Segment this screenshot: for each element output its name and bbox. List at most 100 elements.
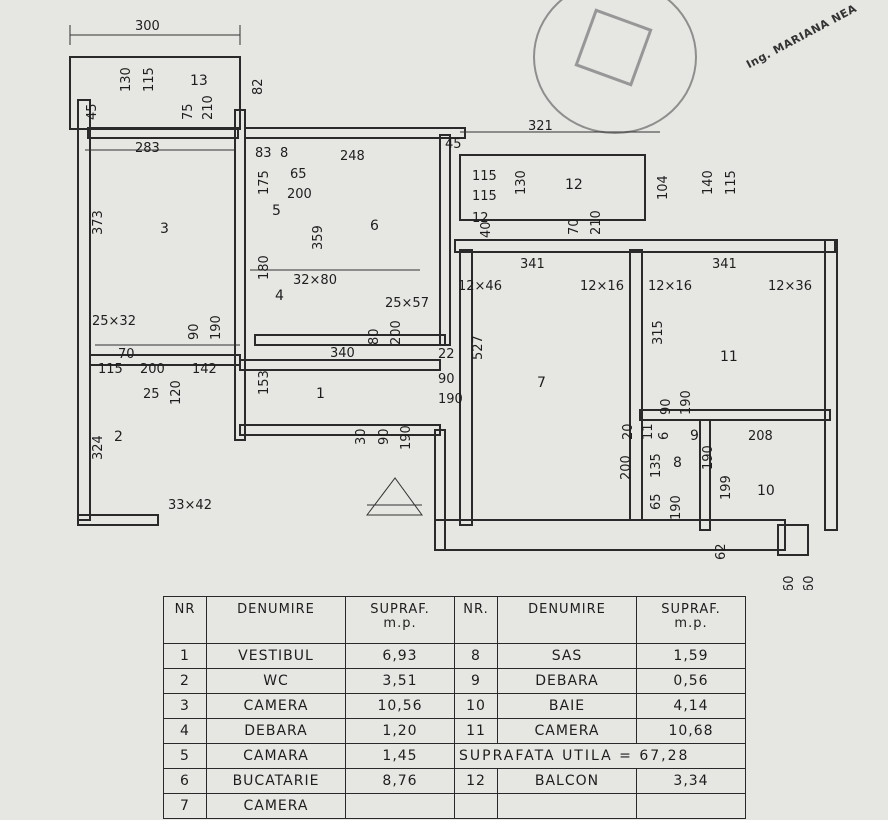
dimension-label: 82: [251, 78, 266, 95]
col-header-name-2: DENUMIRE: [497, 596, 637, 644]
dimension-label: 373: [91, 210, 106, 235]
dimension-label: 90: [377, 428, 392, 445]
dimension-label: 190: [669, 495, 684, 520]
dimension-label: 199: [719, 475, 734, 500]
cell-area: 3,34: [636, 768, 746, 794]
cell-empty: [454, 793, 498, 819]
dimension-label: 115: [472, 189, 497, 204]
area-label: SUPRAF.: [661, 602, 721, 617]
dimension-label: 120: [169, 380, 184, 405]
dimension-label: 210: [201, 95, 216, 120]
dimension-labels: 300 130 115 82 45 75 210 283 83 8 248 45…: [85, 19, 817, 590]
dimension-label: 83: [255, 146, 272, 161]
dimension-label: 340: [330, 346, 355, 361]
room-11-label: 11: [720, 349, 738, 365]
room-8-label: 8: [673, 455, 682, 471]
dimension-label: 45: [445, 137, 462, 152]
room-10-label: 10: [757, 483, 775, 499]
cell-name: BAIE: [497, 693, 637, 719]
col-header-nr-2: NR.: [454, 596, 498, 644]
cell-area: 0,56: [636, 668, 746, 694]
dimension-label: 90: [438, 372, 455, 387]
dimension-label: 25×57: [385, 296, 429, 311]
dimension-label: 142: [192, 362, 217, 377]
dimension-label: 248: [340, 149, 365, 164]
room-numbers: 13 3 6 12 7 11 1 2 10 8 4 5 9: [114, 73, 775, 499]
cell-name: DEBARA: [497, 668, 637, 694]
col-header-area: SUPRAF.m.p.: [345, 596, 455, 644]
dimension-label: 62: [714, 543, 729, 560]
cell-nr: 1: [163, 643, 207, 669]
cell-name: SAS: [497, 643, 637, 669]
dimension-label: 40: [479, 221, 494, 238]
room-4-label: 4: [275, 288, 284, 304]
dimension-label: 25×32: [92, 314, 136, 329]
floor-plan: 13 3 6 12 7 11 1 2 10 8 4 5 9 300 130 11…: [69, 19, 838, 590]
dimension-label: 70: [118, 347, 135, 362]
dimension-label: 130: [119, 67, 134, 92]
dimension-label: 8: [280, 146, 288, 161]
dimension-label: 60: [802, 575, 817, 590]
room-13-label: 13: [190, 73, 208, 89]
dimension-label: 115: [142, 67, 157, 92]
dimension-label: 30: [354, 428, 369, 445]
cell-name: VESTIBUL: [206, 643, 346, 669]
dimension-label: 90: [659, 398, 674, 415]
dimension-label: 12×46: [458, 279, 502, 294]
dimension-label: 359: [311, 225, 326, 250]
dimension-label: 208: [748, 429, 773, 444]
official-stamp: [533, 0, 697, 134]
dimension-label: 321: [528, 119, 553, 134]
dimension-label: 70: [567, 218, 582, 235]
dimension-label: 527: [471, 335, 486, 360]
area-label: SUPRAF.: [370, 602, 430, 617]
dimension-label: 200: [619, 455, 634, 480]
room-7-label: 7: [537, 375, 546, 391]
col-header-name: DENUMIRE: [206, 596, 346, 644]
dimension-label: 65: [649, 493, 664, 510]
room-5-label: 5: [272, 203, 281, 219]
dimension-label: 22: [438, 347, 455, 362]
dimension-label: 33×42: [168, 498, 212, 513]
cell-area: [345, 793, 455, 819]
dimension-label: 115: [98, 362, 123, 377]
dimension-label: 12×16: [580, 279, 624, 294]
cell-nr: 12: [454, 768, 498, 794]
dimension-label: 11: [641, 423, 656, 440]
cell-name: DEBARA: [206, 718, 346, 744]
cell-nr: 9: [454, 668, 498, 694]
cell-nr: 6: [163, 768, 207, 794]
dimension-label: 104: [656, 175, 671, 200]
room-12-label: 12: [565, 177, 583, 193]
cell-area: 1,20: [345, 718, 455, 744]
cell-area: 1,45: [345, 743, 455, 769]
dimension-label: 300: [135, 19, 160, 34]
cell-name: CAMERA: [206, 793, 346, 819]
unit-label: m.p.: [674, 616, 708, 631]
total-usable-area: SUPRAFATA UTILA = 67,28: [454, 743, 746, 769]
dimension-label: 180: [257, 255, 272, 280]
cell-nr: 5: [163, 743, 207, 769]
dimension-label: 200: [140, 362, 165, 377]
col-header-nr: NR: [163, 596, 207, 644]
dimension-label: 190: [438, 392, 463, 407]
cell-nr: 8: [454, 643, 498, 669]
cell-nr: 2: [163, 668, 207, 694]
room-1-label: 1: [316, 386, 325, 402]
cell-area: 10,56: [345, 693, 455, 719]
walls: [69, 25, 838, 556]
cell-area: 3,51: [345, 668, 455, 694]
cell-area: 8,76: [345, 768, 455, 794]
cell-area: 6,93: [345, 643, 455, 669]
dimension-label: 341: [712, 257, 737, 272]
dimension-label: 175: [257, 170, 272, 195]
dimension-label: 135: [649, 453, 664, 478]
cell-nr: 10: [454, 693, 498, 719]
dimension-label: 200: [287, 187, 312, 202]
dimension-label: 115: [472, 169, 497, 184]
cell-name: WC: [206, 668, 346, 694]
